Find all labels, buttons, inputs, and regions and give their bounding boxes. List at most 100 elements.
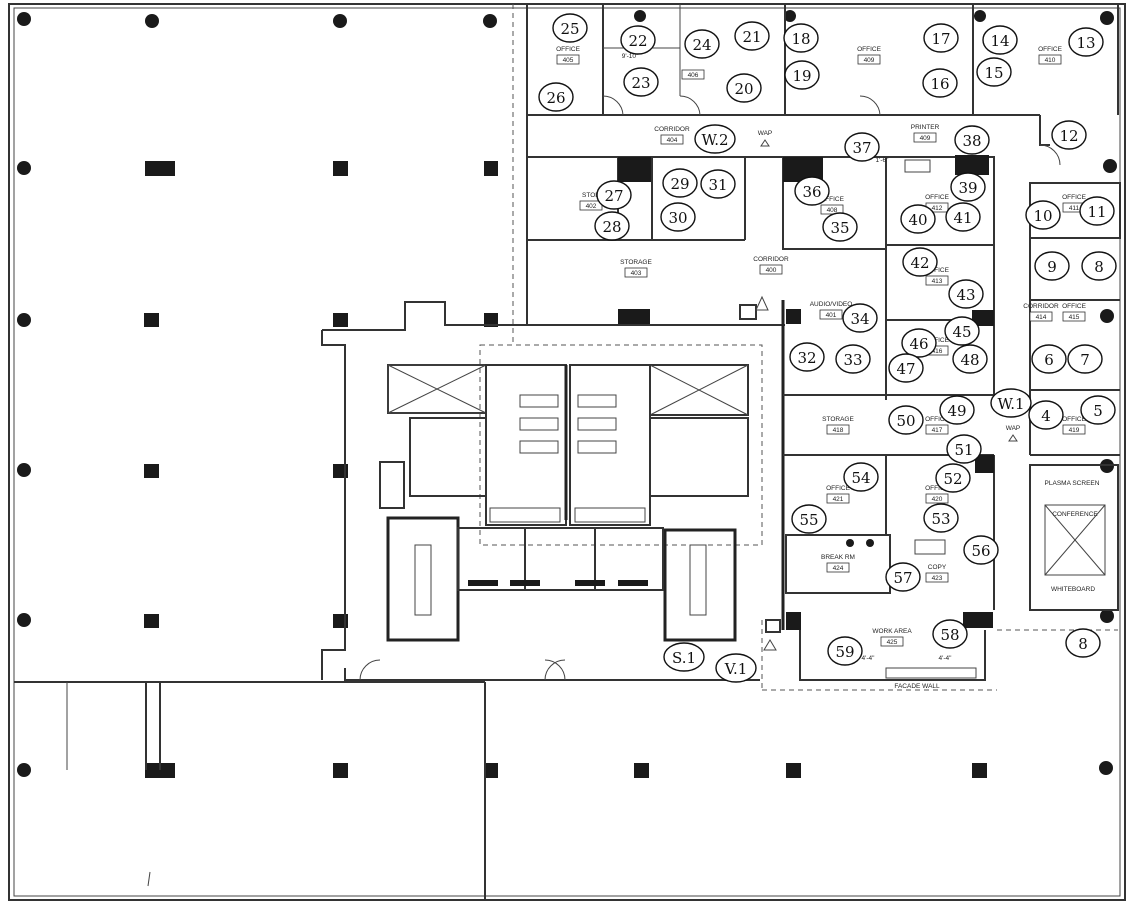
marker: 12: [1051, 120, 1087, 150]
room-label: 406: [681, 69, 705, 80]
marker: 39: [950, 172, 986, 202]
marker-label: 40: [908, 211, 927, 229]
plan-note: WHITEBOARD: [1051, 586, 1095, 593]
building-core: [321, 301, 785, 681]
marker-label: 41: [953, 209, 972, 227]
marker-circle: [888, 353, 924, 383]
marker: 25: [552, 13, 588, 43]
marker: 4: [1028, 400, 1064, 430]
marker-label: 20: [734, 80, 753, 98]
room-name: CORRIDOR: [753, 256, 789, 263]
room-number-box: [826, 493, 850, 504]
marker-circle: [662, 168, 698, 198]
plan-note: 1'-6": [876, 157, 890, 164]
room-name: OFFICE: [820, 196, 844, 203]
room-number: 410: [1045, 57, 1056, 64]
room-number: 421: [833, 496, 844, 503]
marker-label: 14: [990, 32, 1009, 50]
marker-label: 52: [943, 470, 962, 488]
marker-label: 53: [931, 510, 950, 528]
marker: 26: [538, 82, 574, 112]
marker-circle: [552, 13, 588, 43]
marker: 37: [844, 132, 880, 162]
room-labels: OFFICE405406OFFICE409OFFICE410CORRIDOR40…: [556, 46, 1098, 647]
plan-note: WAP: [758, 130, 773, 137]
marker: S.1: [663, 642, 705, 672]
marker: 24: [684, 29, 720, 59]
marker-circle: [620, 25, 656, 55]
marker-circle: [827, 636, 863, 666]
plan-note: 9'-10": [622, 53, 639, 60]
marker-label: 37: [852, 139, 871, 157]
marker: 41: [945, 202, 981, 232]
marker-circle: [1051, 120, 1087, 150]
room-name: AUDIO/VIDEO: [810, 301, 853, 308]
marker-circle: [623, 67, 659, 97]
marker-circle: [1025, 200, 1061, 230]
marker-label: 50: [896, 412, 915, 430]
room-number: 404: [667, 137, 678, 144]
marker: 17: [923, 23, 959, 53]
marker-label: 15: [984, 64, 1003, 82]
marker: 30: [660, 202, 696, 232]
room-number: 412: [932, 205, 943, 212]
marker-circle: [726, 73, 762, 103]
room-name: PRINTER: [911, 124, 940, 131]
marker-circle: [1031, 344, 1067, 374]
marker-label: 48: [960, 351, 979, 369]
marker-circle: [982, 25, 1018, 55]
room-name: COPY: [928, 564, 947, 571]
room-number-box: [857, 54, 881, 65]
marker: 27: [596, 180, 632, 210]
room-name: CONFERENCE: [1052, 511, 1098, 518]
marker-label: 54: [851, 469, 870, 487]
marker: 42: [902, 247, 938, 277]
room-name: CORRIDOR: [1023, 303, 1059, 310]
marker: 21: [734, 21, 770, 51]
marker-circle: [932, 619, 968, 649]
marker-circle: [923, 503, 959, 533]
room-number-box: [1062, 311, 1086, 322]
marker-label: 27: [604, 187, 623, 205]
room-number: 409: [920, 135, 931, 142]
lower-structure: [14, 681, 486, 900]
marker-label: 4: [1041, 407, 1051, 425]
marker: 56: [963, 535, 999, 565]
room-number-box: [660, 134, 684, 145]
marker: 6: [1031, 344, 1067, 374]
marker-label: 12: [1059, 127, 1078, 145]
building-perimeter: [8, 3, 1126, 901]
marker: 43: [948, 279, 984, 309]
room-number: 400: [766, 267, 777, 274]
room-name: OFFICE: [556, 46, 580, 53]
room-number: 419: [1069, 427, 1080, 434]
marker-label: 9: [1047, 258, 1057, 276]
room-number: 418: [833, 427, 844, 434]
marker-circle: [1065, 628, 1101, 658]
marker-circle: [1080, 395, 1116, 425]
marker: 50: [888, 405, 924, 435]
marker-circle: [783, 23, 819, 53]
room-number: 405: [563, 57, 574, 64]
plan-note: FACADE WALL: [894, 683, 940, 690]
room-number: 409: [864, 57, 875, 64]
marker: 16: [922, 68, 958, 98]
room-label: AUDIO/VIDEO 401: [810, 301, 853, 320]
marker-label: 47: [896, 360, 915, 378]
room-number: 401: [826, 312, 837, 319]
marker: 53: [923, 503, 959, 533]
room-number-box: [913, 132, 937, 143]
marker-circle: [684, 29, 720, 59]
marker-label: 55: [799, 511, 818, 529]
marker-circle: [791, 504, 827, 534]
marker: 38: [954, 125, 990, 155]
marker-circle: [596, 180, 632, 210]
room-number-box: [880, 636, 904, 647]
